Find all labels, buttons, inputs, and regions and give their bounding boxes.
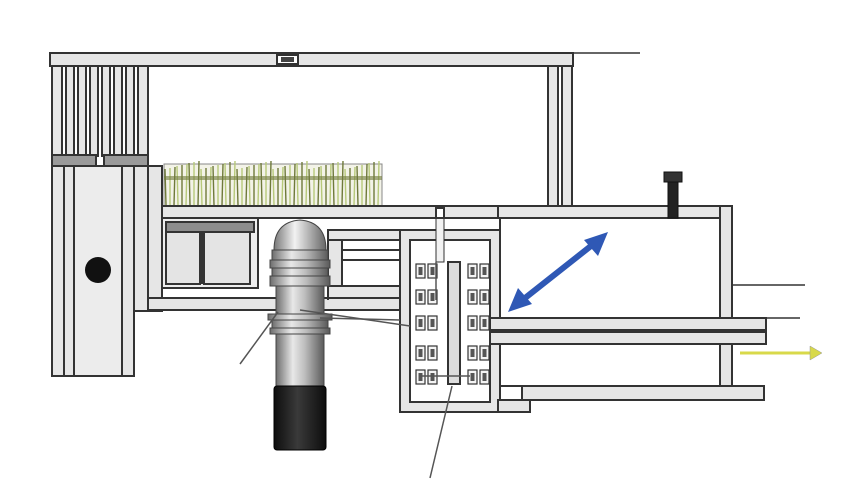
grass-blade	[188, 162, 191, 206]
gear-tooth-core	[482, 319, 487, 327]
conveyor-rail	[489, 317, 767, 413]
grass-blade	[329, 163, 332, 206]
grass-blade	[260, 162, 263, 206]
gear-tooth-core	[418, 373, 423, 381]
grass-blade	[233, 160, 236, 206]
grass-blade	[353, 166, 356, 206]
grass-blade	[224, 162, 227, 206]
gear-tooth-core	[430, 293, 435, 301]
grass-blade	[212, 165, 215, 206]
left-column-frame	[51, 65, 149, 377]
grass-blade	[344, 168, 347, 206]
right-upright	[547, 65, 573, 207]
gear-teeth-icon	[415, 263, 490, 385]
grass-blade	[257, 163, 260, 206]
seedling-tray	[163, 160, 383, 207]
grass-blade	[176, 165, 179, 206]
gear-tooth-core	[482, 373, 487, 381]
grass-blade	[245, 166, 248, 206]
gear-tooth-core	[430, 267, 435, 275]
grass-blade	[221, 163, 224, 206]
grass-blade	[248, 165, 251, 206]
tray-band	[164, 176, 382, 180]
gear-tooth-core	[418, 349, 423, 357]
grass-blade	[308, 168, 311, 206]
grass-blade	[197, 160, 200, 206]
grass-blade	[269, 160, 272, 206]
grass-blade	[281, 166, 284, 206]
pointer-leader-lines	[239, 262, 470, 479]
bidirectional-arrow-icon	[508, 232, 608, 312]
sliding-window-box	[161, 217, 259, 289]
grass-blade	[305, 160, 308, 206]
gear-tooth-core	[482, 267, 487, 275]
gear-tooth-core	[430, 319, 435, 327]
grass-blade	[317, 166, 320, 206]
gear-tooth-core	[418, 293, 423, 301]
grass-blade	[365, 163, 368, 206]
grass-blade	[341, 160, 344, 206]
gear-tooth-core	[418, 267, 423, 275]
output-arrow-icon	[740, 345, 823, 361]
grass-blade	[272, 168, 275, 206]
gear-tooth-core	[470, 267, 475, 275]
gear-tooth-core	[430, 373, 435, 381]
pipe-assembly	[327, 229, 403, 300]
valve-bulb	[267, 219, 333, 451]
gear-tooth-core	[470, 373, 475, 381]
gear-tooth-core	[470, 319, 475, 327]
gear-tooth-core	[482, 349, 487, 357]
gear-tooth-core	[430, 349, 435, 357]
grass-blade	[164, 168, 167, 206]
grass-blade	[209, 166, 212, 206]
bolt-hole-icon	[85, 257, 111, 283]
bolt-fixture-icon	[663, 171, 683, 219]
grass-blade	[368, 162, 371, 206]
grass-blade	[236, 168, 239, 206]
sensor-box-icon	[435, 207, 445, 219]
grass-blade	[284, 165, 287, 206]
gear-tooth-core	[482, 293, 487, 301]
gear-tooth-core	[418, 319, 423, 327]
grass-blade	[200, 168, 203, 206]
grass-blade	[173, 166, 176, 206]
grass-icon	[164, 160, 382, 206]
grass-blade	[377, 160, 380, 206]
grass-blade	[185, 163, 188, 206]
grass-blade	[320, 165, 323, 206]
grass-blade	[332, 162, 335, 206]
gear-tooth-core	[470, 349, 475, 357]
grass-blade	[356, 165, 359, 206]
grass-blade	[296, 162, 299, 206]
grass-blade	[293, 163, 296, 206]
top-beam	[49, 52, 640, 67]
gear-tooth-core	[470, 293, 475, 301]
